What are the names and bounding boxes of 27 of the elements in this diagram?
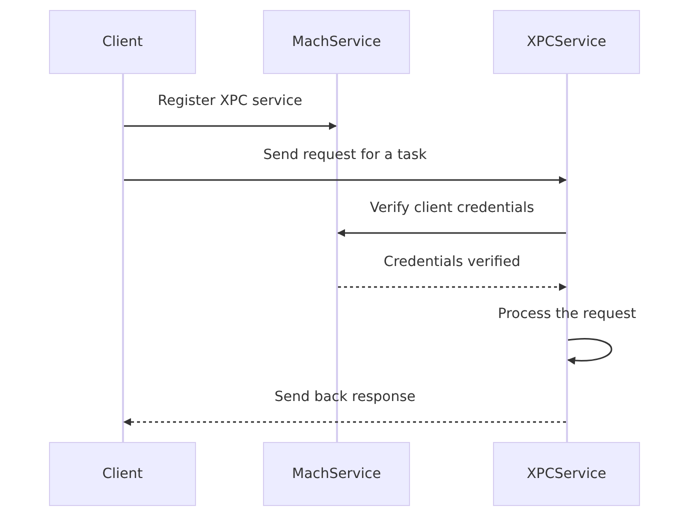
- message-label: Send back response: [274, 389, 416, 405]
- message-arrow: [337, 229, 566, 237]
- message-arrow: [124, 122, 337, 130]
- self-message-arrow: [567, 338, 612, 364]
- lifeline: [122, 74, 124, 442]
- participant-box: [263, 10, 410, 74]
- message-label: Verify client credentials: [370, 200, 534, 216]
- participant-name: XPCService: [526, 466, 606, 482]
- participant-name: MachService: [292, 34, 381, 50]
- participant-box: [263, 442, 410, 506]
- message-label: Process the request: [498, 306, 636, 322]
- lifeline: [336, 74, 338, 442]
- participant-name: XPCService: [526, 34, 606, 50]
- participant-box: [49, 442, 196, 506]
- participant-box: [49, 10, 196, 74]
- participant-name: Client: [102, 466, 143, 482]
- message-arrow: [338, 283, 567, 291]
- participant-name: Client: [102, 34, 143, 50]
- participant-name: MachService: [292, 466, 381, 482]
- message-label: Register XPC service: [158, 93, 302, 109]
- message-arrow: [124, 176, 567, 184]
- message-label: Credentials verified: [384, 254, 520, 270]
- message-arrow: [123, 418, 566, 426]
- participant-box: [493, 10, 640, 74]
- message-label: Send request for a task: [263, 147, 427, 163]
- participant-box: [493, 442, 640, 506]
- lifeline: [566, 74, 568, 442]
